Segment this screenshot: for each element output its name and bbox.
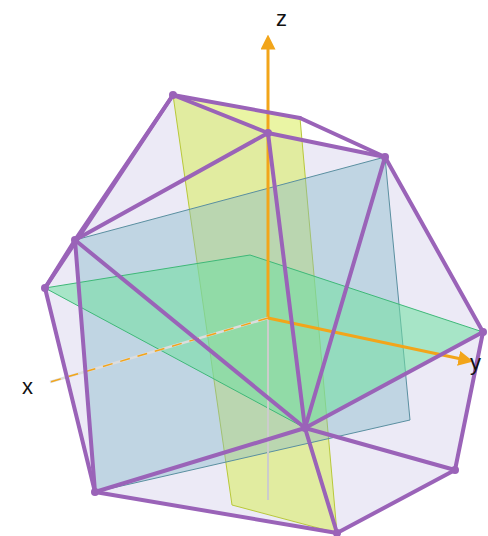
golden-rectangle xyxy=(45,255,483,428)
z-axis xyxy=(267,42,270,318)
axis-label: y xyxy=(470,352,481,374)
vertex-dots xyxy=(41,91,487,536)
axis-label: z xyxy=(276,8,287,30)
z-axis xyxy=(267,318,269,500)
axis-label: x xyxy=(22,376,33,398)
y-axis xyxy=(268,318,466,360)
icosahedron-edges xyxy=(45,95,483,533)
solid-fill xyxy=(45,95,483,533)
